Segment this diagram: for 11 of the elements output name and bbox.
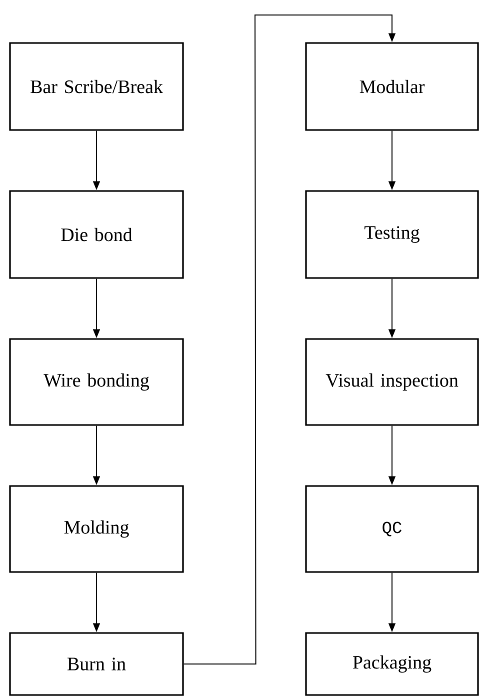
process-box: Visual inspection — [305, 338, 479, 426]
process-box: Packaging — [305, 632, 479, 696]
process-box: QC — [305, 485, 479, 573]
process-box: Modular — [305, 42, 479, 131]
process-box: Wire bonding — [9, 338, 184, 426]
process-box: Die bond — [9, 190, 184, 279]
process-box: Bar Scribe/Break — [9, 42, 184, 131]
process-box: Molding — [9, 485, 184, 573]
arrow — [183, 14, 396, 664]
process-box: Burn in — [9, 632, 184, 696]
process-box: Testing — [305, 190, 479, 279]
